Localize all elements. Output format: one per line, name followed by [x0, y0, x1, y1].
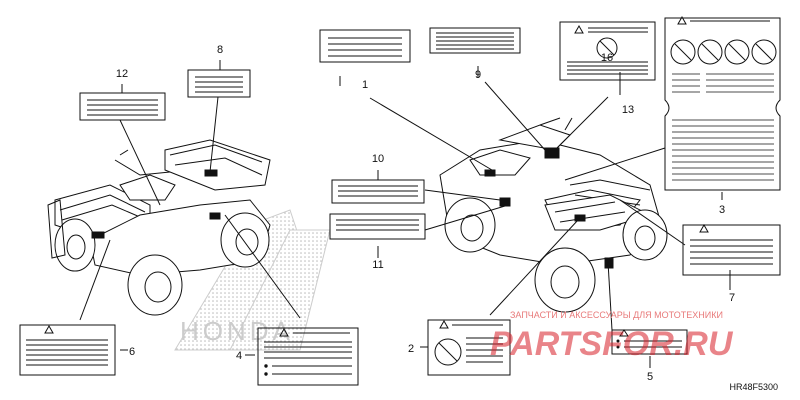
callout-2: 2 — [408, 343, 414, 355]
label-6-card — [19, 324, 116, 376]
callout-12: 12 — [116, 68, 128, 80]
label-11-card — [329, 213, 426, 240]
label-12-card — [79, 92, 166, 121]
callout-4: 4 — [236, 350, 242, 362]
label-7-card — [682, 223, 781, 276]
callout-5: 5 — [647, 371, 653, 383]
callout-7: 7 — [729, 292, 735, 304]
callout-8: 8 — [217, 44, 223, 56]
label-2-card — [427, 319, 511, 376]
callout-9: 9 — [475, 69, 481, 81]
leader-lines — [79, 60, 731, 368]
diagram-code: HR48F5300 — [729, 382, 778, 392]
label-13-card — [559, 21, 656, 81]
callout-1: 1 — [362, 79, 368, 91]
label-1-card — [319, 29, 411, 63]
label-10-card — [331, 179, 425, 204]
watermark-line: ЗАПЧАСТИ И АКСЕССУАРЫ ДЛЯ МОТОТЕХНИКИ — [510, 310, 723, 320]
label-8-card — [187, 69, 251, 98]
callout-10: 10 — [372, 153, 384, 165]
label-5-card — [611, 329, 688, 355]
callout-13: 13 — [622, 104, 634, 116]
watermark-logo: PARTSFOR.RU — [490, 325, 734, 363]
atv-left-illustration: HONDA — [47, 139, 331, 351]
label-4-card — [257, 327, 359, 386]
watermark: ЗАПЧАСТИ И АКСЕССУАРЫ ДЛЯ МОТОТЕХНИКИ PA… — [490, 310, 734, 363]
callout-11: 11 — [372, 259, 383, 271]
callout-3: 3 — [719, 204, 725, 216]
callout-6: 6 — [129, 346, 135, 358]
callout-numbers: 1 2 3 4 5 6 7 8 9 10 11 12 13 16 — [116, 44, 735, 383]
svg-text:HONDA: HONDA — [180, 316, 294, 346]
label-9-card — [429, 27, 521, 54]
label-3-card — [664, 15, 781, 191]
callout-16: 16 — [601, 52, 613, 64]
